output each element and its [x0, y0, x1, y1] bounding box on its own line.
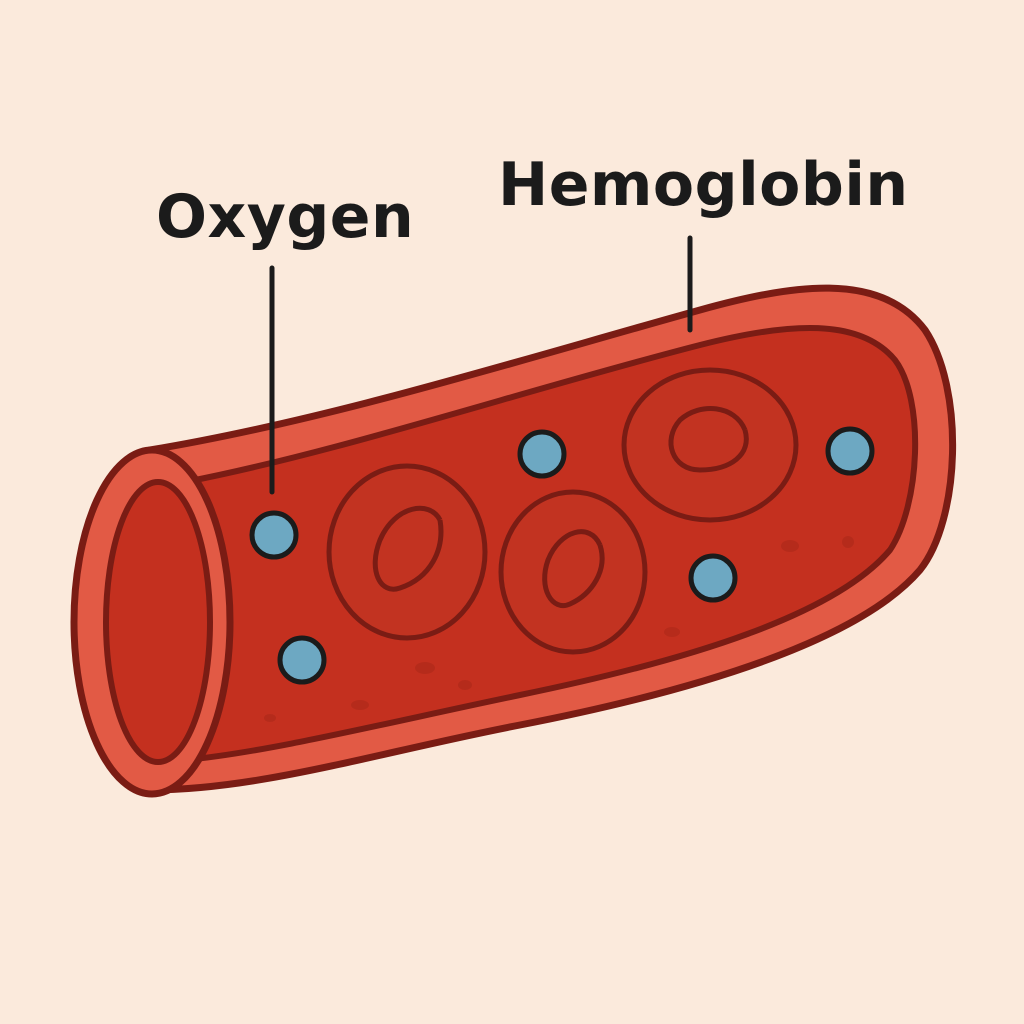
oxygen-molecule	[249, 510, 299, 560]
red-blood-cell	[498, 489, 648, 655]
hemoglobin-label: Hemoglobin	[498, 150, 909, 220]
oxygen-molecule	[277, 635, 327, 685]
oxygen-molecules	[249, 426, 875, 685]
blood-speckles	[264, 536, 854, 722]
oxygen-molecule	[517, 429, 567, 479]
red-blood-cell	[621, 367, 799, 523]
oxygen-molecule	[688, 553, 738, 603]
red-blood-cell	[326, 463, 488, 641]
oxygen-molecule	[825, 426, 875, 476]
vessel-opening	[103, 479, 213, 765]
oxygen-label: Oxygen	[156, 182, 415, 252]
